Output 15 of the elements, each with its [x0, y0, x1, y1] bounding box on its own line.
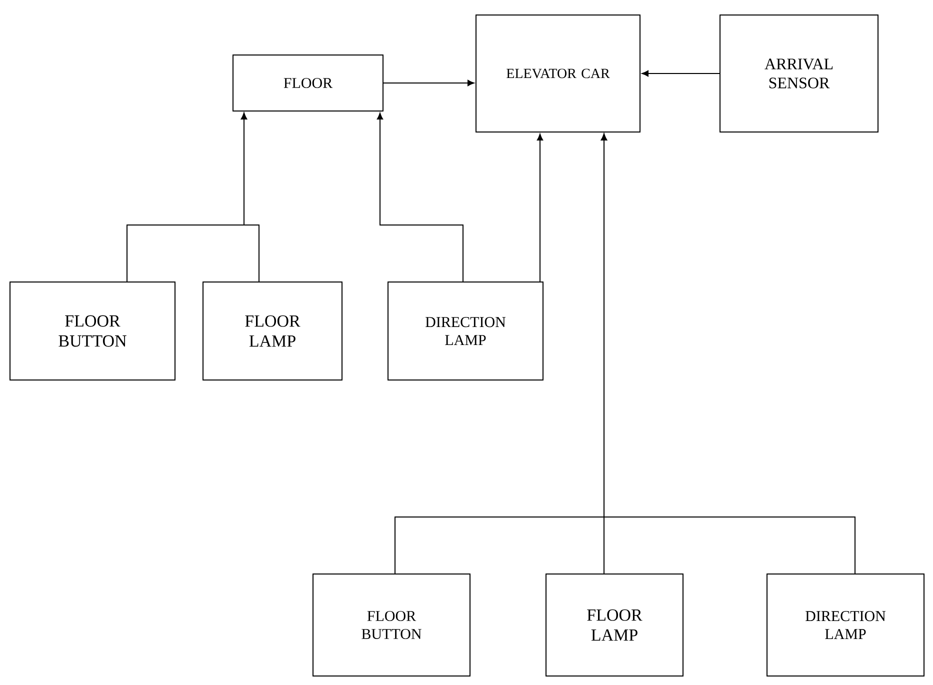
entity-box: ELEVATOR CAR	[476, 14, 640, 132]
entity-box: FLOOR LAMP	[546, 574, 684, 676]
entity-box: DIRECTION LAMP	[766, 574, 925, 676]
entity-box: ARRIVAL SENSOR	[720, 14, 879, 132]
arrow	[600, 134, 856, 574]
arrow	[240, 112, 260, 282]
entity-box: DIRECTION LAMP	[388, 282, 544, 380]
arrow	[383, 80, 474, 86]
arrow	[642, 70, 720, 77]
entity-box: FLOOR LAMP	[202, 282, 342, 380]
entity-box: FLOOR	[232, 54, 384, 112]
entity-box: FLOOR BUTTON	[312, 574, 470, 676]
entity-box: FLOOR BUTTON	[10, 282, 176, 380]
arrow	[536, 134, 544, 282]
arrow	[376, 112, 464, 282]
